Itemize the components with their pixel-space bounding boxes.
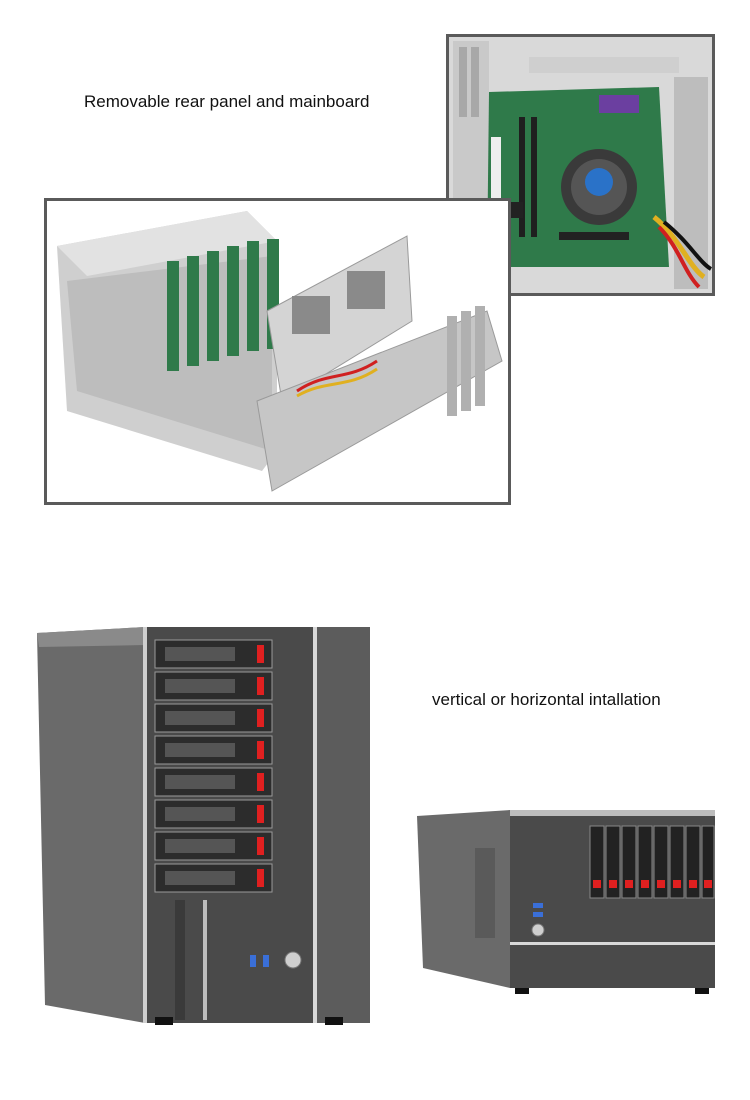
power-button-icon <box>531 923 545 937</box>
chassis-open-illustration <box>47 201 508 502</box>
chassis-open-photo <box>44 198 511 505</box>
fan-icon <box>292 296 330 334</box>
drive-bays <box>589 825 715 899</box>
desktop-chassis-illustration <box>417 810 715 994</box>
drive-bays <box>154 639 273 893</box>
usb-port-icon <box>250 955 256 967</box>
power-button-icon <box>284 951 302 969</box>
usb-port-icon <box>533 903 543 908</box>
desktop-chassis-photo <box>415 808 720 998</box>
tower-chassis-photo <box>35 625 380 1030</box>
caption-rear-panel: Removable rear panel and mainboard <box>84 92 370 111</box>
tower-chassis-illustration <box>37 627 370 1025</box>
caption-installation: vertical or horizontal intallation <box>432 690 661 709</box>
